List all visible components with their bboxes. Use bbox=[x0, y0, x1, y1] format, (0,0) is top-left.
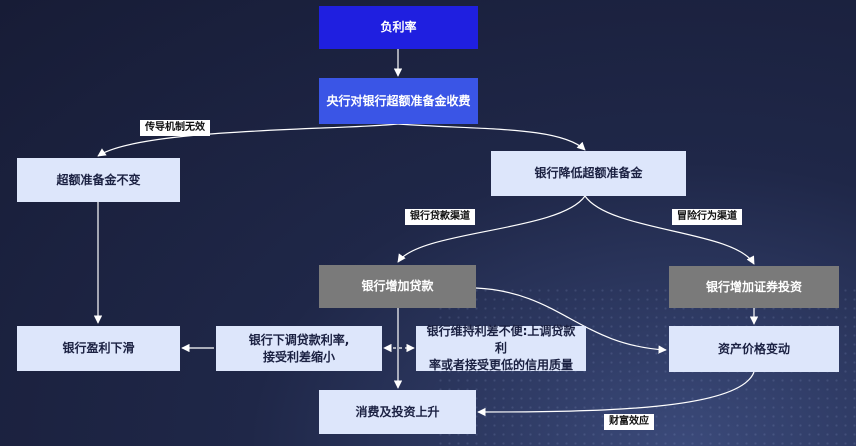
node-bank-profit-decline: 银行盈利下滑 bbox=[17, 326, 180, 371]
label-loan-channel: 银行贷款渠道 bbox=[405, 209, 475, 225]
arrow-fee-to-reduce bbox=[397, 123, 586, 151]
label-risk-channel: 冒险行为渠道 bbox=[672, 209, 742, 225]
node-consumption-investment-rise: 消费及投资上升 bbox=[319, 390, 476, 434]
arrow-reduce-to-loans bbox=[397, 195, 586, 263]
node-central-bank-fee: 央行对银行超额准备金收费 bbox=[319, 78, 478, 124]
node-banks-reduce-reserves: 银行降低超额准备金 bbox=[491, 151, 686, 196]
node-lower-loan-rate: 银行下调贷款利率, 接受利差缩小 bbox=[216, 326, 382, 371]
label-transmission-failure: 传导机制无效 bbox=[140, 120, 210, 136]
arrow-reduce-to-securities bbox=[584, 195, 755, 265]
node-reserves-unchanged: 超额准备金不变 bbox=[17, 158, 180, 202]
arrow-assetprice-to-consumption bbox=[477, 371, 755, 417]
node-banks-increase-loans: 银行增加贷款 bbox=[319, 265, 476, 308]
node-maintain-spread: 银行维持利差不便:上调贷款利 率或者接受更低的信用质量 bbox=[416, 324, 586, 372]
arrow-fee-to-unchanged bbox=[97, 123, 399, 157]
arrow-loans-to-assetprice bbox=[475, 287, 667, 354]
node-asset-price-change: 资产价格变动 bbox=[669, 326, 839, 372]
node-negative-rate: 负利率 bbox=[319, 6, 478, 49]
label-wealth-effect: 财富效应 bbox=[604, 414, 654, 430]
node-banks-increase-securities: 银行增加证券投资 bbox=[669, 266, 839, 308]
